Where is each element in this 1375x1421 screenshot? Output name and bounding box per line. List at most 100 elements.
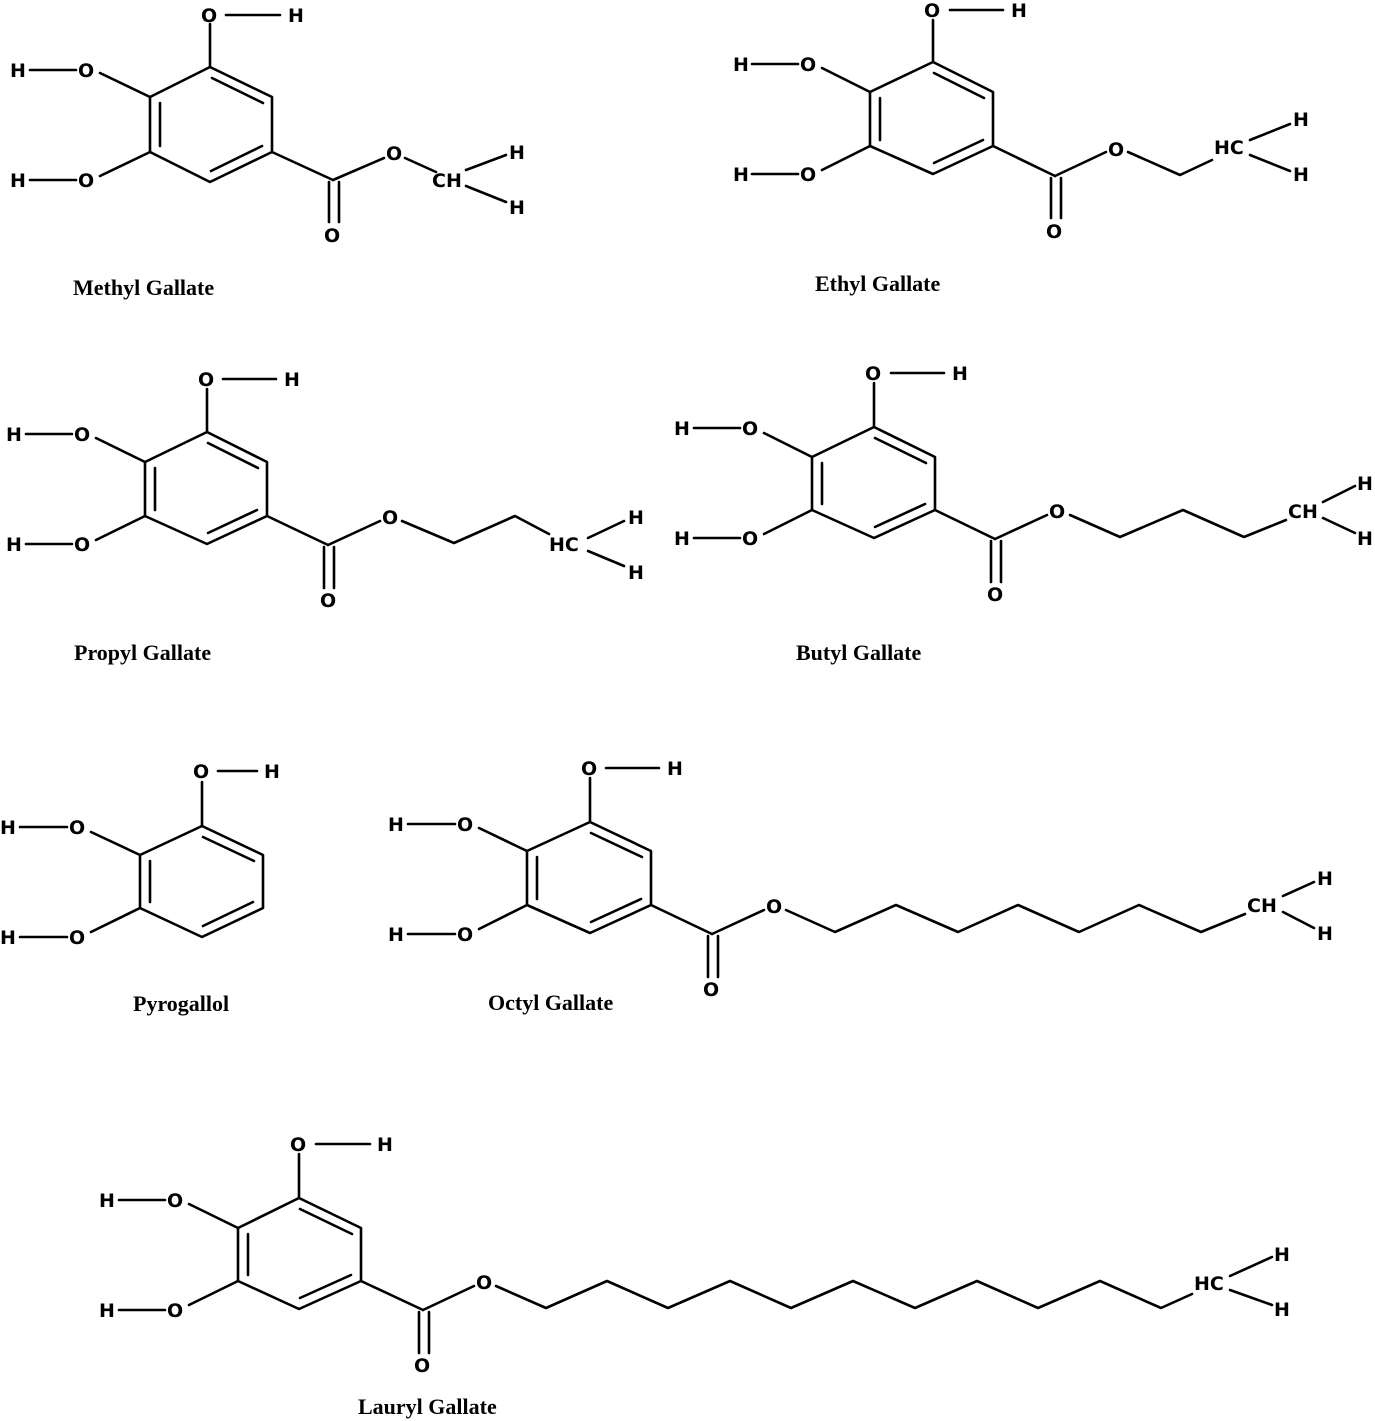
ring-double-bond	[209, 144, 264, 173]
bond	[421, 1284, 476, 1312]
atom-methyl: CH	[432, 170, 462, 192]
atom-hydrogen: H	[288, 5, 304, 27]
atom-hydrogen: H	[1357, 473, 1373, 495]
atom-oxygen: O	[865, 363, 881, 385]
atom-hydrogen: H	[264, 761, 280, 783]
structure-methyl-gallate: O H O H O H O O CH H H Methyl Gallate	[10, 5, 525, 300]
atom-hydrogen: H	[99, 1300, 115, 1322]
atom-methyl: HC	[1214, 137, 1244, 159]
bond	[464, 153, 508, 172]
atom-oxygen: O	[324, 225, 340, 247]
atom-oxygen: O	[320, 590, 336, 612]
bond	[464, 184, 508, 204]
bond	[94, 436, 147, 464]
compound-name: Propyl Gallate	[74, 640, 211, 665]
bond	[477, 826, 529, 853]
atom-oxygen: O	[167, 1300, 183, 1322]
atom-oxygen: O	[167, 1190, 183, 1212]
compound-name: Pyrogallol	[133, 991, 229, 1016]
atom-hydrogen: H	[1274, 1244, 1290, 1266]
atom-oxygen: O	[581, 758, 597, 780]
atom-oxygen: O	[742, 418, 758, 440]
atom-oxygen: O	[800, 164, 816, 186]
atom-hydrogen: H	[628, 507, 644, 529]
bond	[762, 431, 814, 459]
atom-hydrogen: H	[667, 758, 683, 780]
bond	[1248, 122, 1292, 142]
bond	[1281, 880, 1316, 898]
bond	[187, 1279, 240, 1307]
atom-hydrogen: H	[733, 54, 749, 76]
atom-oxygen: O	[924, 0, 940, 22]
atom-hydrogen: H	[1357, 528, 1373, 550]
atom-methyl: CH	[1247, 895, 1277, 917]
ring-double-bond	[873, 436, 928, 465]
atom-oxygen: O	[78, 170, 94, 192]
bond	[649, 903, 714, 936]
bond	[331, 156, 386, 182]
ring-double-bond	[298, 1273, 353, 1300]
atom-oxygen: O	[78, 60, 94, 82]
atom-methyl: HC	[549, 534, 579, 556]
benzene-ring	[868, 60, 995, 176]
compound-name: Butyl Gallate	[796, 640, 922, 665]
bond	[89, 906, 142, 934]
atom-oxygen: O	[290, 1134, 306, 1156]
compound-name: Ethyl Gallate	[815, 271, 941, 296]
atom-hydrogen: H	[6, 424, 22, 446]
atom-hydrogen: H	[1293, 109, 1309, 131]
atom-methyl: HC	[1194, 1273, 1224, 1295]
atom-hydrogen: H	[388, 814, 404, 836]
atom-hydrogen: H	[10, 60, 26, 82]
structure-octyl-gallate: O H O H O H O O CH H H Octyl Gallate	[388, 758, 1333, 1015]
atom-oxygen: O	[69, 927, 85, 949]
atom-hydrogen: H	[509, 197, 525, 219]
ring-double-bond	[932, 71, 986, 100]
structure-ethyl-gallate: O H O H O H O O HC H H Ethyl Gallate	[733, 0, 1309, 296]
bond	[359, 1279, 425, 1312]
ring-double-bond	[873, 502, 927, 529]
bond	[586, 549, 626, 568]
bond	[187, 1202, 240, 1230]
atom-oxygen: O	[414, 1355, 430, 1377]
bond	[1281, 910, 1316, 930]
atom-hydrogen: H	[1274, 1299, 1290, 1321]
bond	[270, 150, 335, 182]
alkyl-chain	[400, 514, 551, 545]
benzene-ring	[525, 820, 653, 935]
bond	[98, 150, 152, 178]
ring-double-bond	[201, 900, 255, 928]
atom-hydrogen: H	[0, 927, 16, 949]
bond	[1321, 484, 1357, 504]
bond	[89, 830, 142, 857]
atom-oxygen: O	[74, 424, 90, 446]
structure-pyrogallol: O H O H O H Pyrogallol	[0, 761, 280, 1016]
atom-oxygen: O	[766, 896, 782, 918]
ring-double-bond	[201, 835, 256, 863]
atom-oxygen: O	[457, 924, 473, 946]
alkyl-chain	[784, 903, 1247, 934]
benzene-ring	[236, 1196, 363, 1311]
atom-hydrogen: H	[1293, 164, 1309, 186]
bond	[1228, 1288, 1274, 1307]
atom-hydrogen: H	[733, 164, 749, 186]
bond	[265, 514, 330, 547]
atom-oxygen: O	[742, 528, 758, 550]
atom-oxygen: O	[193, 761, 209, 783]
atom-hydrogen: H	[0, 817, 16, 839]
atom-oxygen: O	[386, 143, 402, 165]
ring-double-bond	[589, 831, 644, 859]
atom-hydrogen: H	[388, 924, 404, 946]
alkyl-chain	[494, 1279, 1194, 1310]
atom-hydrogen: H	[952, 363, 968, 385]
ring-double-bond	[206, 441, 260, 470]
atom-hydrogen: H	[6, 534, 22, 556]
bond	[477, 903, 529, 931]
benzene-ring	[138, 824, 265, 939]
bond	[586, 519, 626, 540]
atom-hydrogen: H	[1317, 868, 1333, 890]
bond	[820, 66, 872, 94]
bond	[710, 908, 766, 936]
benzene-ring	[143, 430, 269, 546]
